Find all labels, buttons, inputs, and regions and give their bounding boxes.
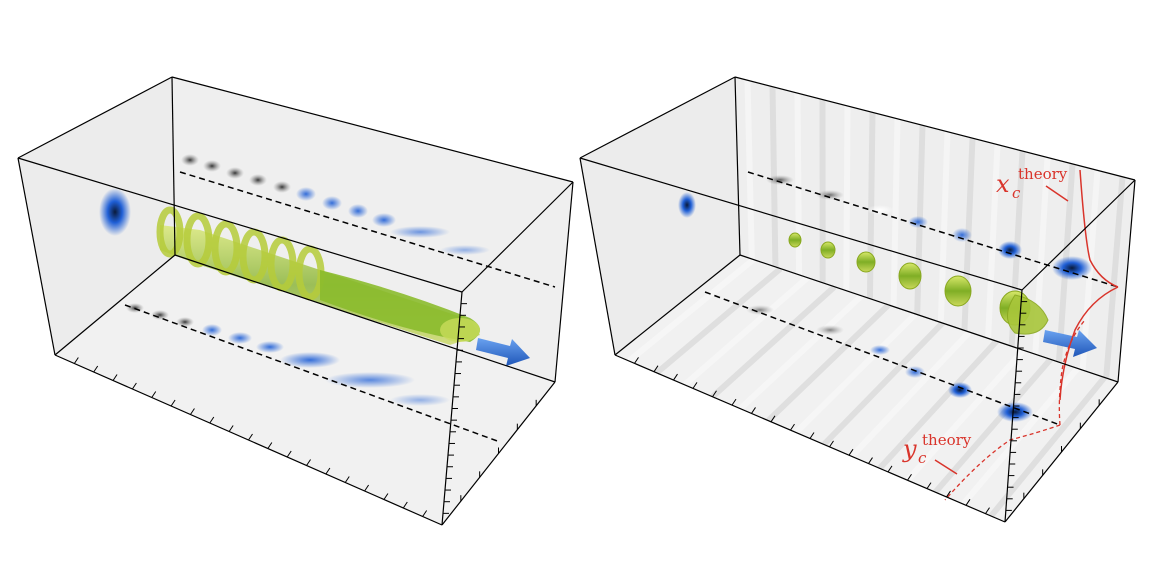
- fringe-stripe: [985, 144, 1001, 339]
- tick-mark: [712, 390, 717, 398]
- tick-mark: [985, 507, 990, 514]
- tick-mark: [848, 448, 854, 456]
- left-floor-axis-dashed: [124, 304, 501, 443]
- tick-mark: [809, 432, 815, 439]
- tick-mark: [907, 473, 912, 481]
- fringe-stripe: [794, 93, 803, 275]
- svg-text:y: y: [902, 435, 917, 463]
- tick-mark: [190, 408, 195, 415]
- right-panel: x c theory y c theory: [579, 76, 1136, 523]
- left-panel: [17, 76, 574, 526]
- left-back-projection: [181, 154, 490, 255]
- right-floor-axis-dashed: [704, 291, 1061, 426]
- y-theory-label: y c theory: [902, 431, 972, 475]
- right-isosurface-segments: [788, 232, 1049, 335]
- fringe-stripe: [988, 375, 1107, 518]
- tick-mark: [634, 357, 639, 364]
- svg-text:c: c: [1012, 184, 1021, 202]
- right-tick-marks: [634, 301, 1100, 514]
- left-back-axis-dashed: [179, 171, 556, 288]
- right-floor: [615, 255, 1118, 522]
- left-propagation-arrow: [476, 338, 530, 366]
- tick-mark: [731, 398, 737, 406]
- tick-mark: [829, 440, 834, 448]
- tick-mark: [422, 510, 428, 517]
- tick-mark: [653, 365, 659, 372]
- svg-text:theory: theory: [922, 431, 972, 449]
- svg-text:x: x: [996, 170, 1010, 198]
- left-wall-beam-spot: [99, 188, 131, 236]
- fringe-stripe: [960, 366, 1080, 507]
- tick-mark: [868, 457, 873, 464]
- tick-mark: [364, 484, 370, 492]
- fringe-stripe: [654, 266, 783, 376]
- tick-mark: [228, 425, 234, 432]
- fringe-stripe: [937, 131, 951, 323]
- tick-mark: [73, 357, 79, 364]
- tick-mark: [112, 374, 118, 381]
- tick-mark: [248, 433, 253, 441]
- fringe-stripe: [890, 118, 901, 307]
- right-back-axis-dashed: [747, 171, 1119, 288]
- right-floor-fringes: [627, 257, 1107, 518]
- tick-mark: [383, 493, 389, 500]
- tick-mark: [751, 407, 756, 414]
- fringe-stripe: [738, 293, 864, 411]
- tick-mark: [402, 501, 408, 509]
- tick-mark: [267, 442, 273, 449]
- tick-mark: [946, 490, 951, 498]
- fringe-stripe: [627, 257, 756, 364]
- fringe-stripe: [933, 357, 1053, 495]
- tick-mark: [170, 399, 176, 407]
- fringe-stripe: [682, 275, 810, 388]
- x-theory-curve: [1059, 169, 1119, 401]
- x-theory-label: x c theory: [996, 165, 1069, 202]
- fringe-stripe: [877, 339, 999, 471]
- tick-mark: [887, 465, 893, 473]
- left-helical-isosurface: [156, 206, 480, 345]
- fringe-stripe: [766, 302, 891, 423]
- y-theory-curve: [944, 319, 1086, 501]
- fringe-stripe: [843, 105, 851, 291]
- tick-mark: [306, 459, 311, 466]
- right-back-projection: [766, 175, 1092, 280]
- tick-mark: [286, 450, 292, 458]
- right-wall-beam-spot: [678, 192, 696, 218]
- tick-mark: [770, 415, 776, 423]
- fringe-stripe: [1103, 176, 1126, 379]
- tick-mark: [692, 382, 698, 389]
- tick-mark: [344, 476, 350, 483]
- left-left-wall: [18, 77, 175, 355]
- tick-mark: [93, 365, 99, 373]
- tick-mark: [965, 499, 971, 506]
- svg-text:c: c: [918, 449, 927, 467]
- right-floor-projection: [746, 305, 1033, 422]
- right-left-wall: [580, 77, 740, 355]
- fringe-stripe: [793, 311, 918, 435]
- tick-mark: [151, 391, 157, 398]
- fringe-stripe: [710, 284, 837, 399]
- left-floor-projection: [126, 303, 450, 406]
- left-back-wall: [172, 77, 573, 382]
- tick-mark: [209, 416, 215, 424]
- tick-mark: [325, 467, 331, 475]
- tick-mark: [926, 482, 932, 489]
- tick-mark: [790, 423, 795, 431]
- svg-text:theory: theory: [1018, 165, 1068, 183]
- fringe-stripe: [744, 80, 755, 260]
- fringe-stripe: [849, 330, 972, 459]
- fringe-stripe: [905, 348, 1026, 483]
- tick-mark: [673, 373, 678, 381]
- tick-mark: [131, 382, 137, 390]
- left-tick-marks: [73, 303, 537, 517]
- fringe-stripe: [821, 320, 945, 447]
